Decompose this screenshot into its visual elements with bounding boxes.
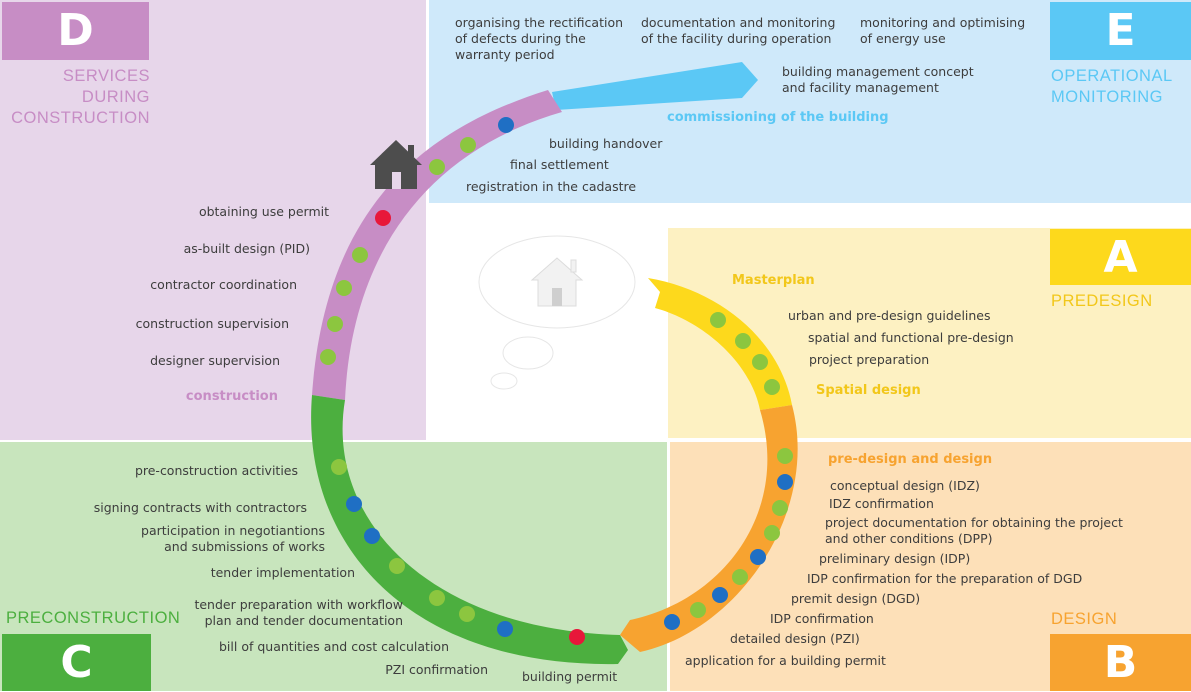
milestone-dot-green bbox=[459, 606, 475, 622]
milestone-dot-blue bbox=[712, 587, 728, 603]
phase-d-item-2: as-built design (PID) bbox=[183, 241, 310, 256]
quadrant-d-background bbox=[0, 0, 426, 440]
milestone-dot-blue bbox=[498, 117, 514, 133]
milestone-dot-blue bbox=[664, 614, 680, 630]
phase-e-item-1: organising the rectification of defects … bbox=[455, 15, 624, 62]
milestone-dot-green bbox=[772, 500, 788, 516]
phase-d-item-4: construction supervision bbox=[135, 316, 289, 331]
phase-a-item-2: spatial and functional pre-design bbox=[808, 330, 1014, 345]
phase-c-item-3: participation in negotiantions and submi… bbox=[141, 523, 325, 554]
phase-a-heading-masterplan: Masterplan bbox=[732, 273, 815, 288]
phase-b-item-3: project documentation for obtaining the … bbox=[825, 515, 1123, 546]
thought-bubble-dot-large bbox=[502, 336, 554, 370]
phase-d-top-item-1: building handover bbox=[549, 136, 663, 151]
milestone-dot-green bbox=[732, 569, 748, 585]
phase-b-item-2: IDZ confirmation bbox=[829, 496, 934, 511]
phase-c-item-8: building permit bbox=[522, 669, 618, 684]
milestone-dot-blue bbox=[497, 621, 513, 637]
phase-b-item-5: IDP confirmation for the preparation of … bbox=[807, 571, 1083, 586]
phase-b-item-1: conceptual design (IDZ) bbox=[830, 478, 980, 493]
milestone-dot-green bbox=[460, 137, 476, 153]
phase-d-top-item-2: final settlement bbox=[510, 157, 609, 172]
milestone-dot-red bbox=[375, 210, 391, 226]
milestone-dot-green bbox=[336, 280, 352, 296]
phase-b-item-9: application for a building permit bbox=[685, 653, 886, 668]
house-icon-dark bbox=[370, 140, 422, 189]
milestone-dot-green bbox=[752, 354, 768, 370]
phase-b-item-4: preliminary design (IDP) bbox=[819, 551, 971, 566]
phase-d-item-3: contractor coordination bbox=[150, 277, 297, 292]
phase-e-heading: commissioning of the building bbox=[667, 110, 889, 125]
phase-b-item-6: premit design (DGD) bbox=[791, 591, 921, 606]
house-icon-bubble bbox=[530, 257, 584, 307]
milestone-dot-blue bbox=[750, 549, 766, 565]
quadrant-d-letter-badge: D bbox=[2, 2, 149, 60]
milestone-dot-blue bbox=[364, 528, 380, 544]
phase-e-item-3: monitoring and optimising of energy use bbox=[860, 15, 1026, 46]
ring-segment-b bbox=[620, 405, 798, 652]
milestone-dot-green bbox=[327, 316, 343, 332]
milestone-dot-blue bbox=[777, 474, 793, 490]
phase-c-item-4: tender implementation bbox=[210, 565, 355, 580]
phase-e-item-4: building management concept and facility… bbox=[782, 64, 974, 95]
phase-d-item-5: designer supervision bbox=[150, 353, 280, 368]
ring-segment-e bbox=[552, 62, 758, 110]
phase-b-heading: pre-design and design bbox=[828, 452, 993, 467]
quadrant-b-title: DESIGN bbox=[1051, 610, 1118, 628]
milestone-dot-green bbox=[352, 247, 368, 263]
phase-c-item-1: pre-construction activities bbox=[134, 463, 298, 478]
milestone-dot-green bbox=[331, 459, 347, 475]
milestone-dot-green bbox=[764, 379, 780, 395]
quadrant-e-letter-badge: E bbox=[1050, 2, 1191, 60]
thought-bubble-dot-small bbox=[490, 372, 518, 390]
milestone-dot-red bbox=[569, 629, 585, 645]
phase-c-item-2: signing contracts with contractors bbox=[93, 500, 307, 515]
milestone-dot-green bbox=[429, 159, 445, 175]
phase-a-item-1: urban and pre-design guidelines bbox=[788, 308, 991, 323]
phase-d-top-item-3: registration in the cadastre bbox=[466, 179, 637, 194]
milestone-dot-green bbox=[389, 558, 405, 574]
milestone-dot-blue bbox=[346, 496, 362, 512]
quadrant-b-letter-badge: B bbox=[1050, 634, 1191, 691]
quadrant-a-title: PREDESIGN bbox=[1051, 292, 1153, 310]
phase-d-item-1: obtaining use permit bbox=[198, 204, 329, 219]
milestone-dot-green bbox=[777, 448, 793, 464]
phase-c-item-5: tender preparation with workflow plan an… bbox=[194, 597, 403, 628]
phase-a-item-3: project preparation bbox=[809, 352, 930, 367]
phase-e-item-2: documentation and monitoring of the faci… bbox=[641, 15, 836, 46]
phase-d-heading: construction bbox=[185, 389, 278, 404]
milestone-dot-green bbox=[429, 590, 445, 606]
milestone-dot-green bbox=[764, 525, 780, 541]
phase-c-item-7: PZI confirmation bbox=[385, 662, 488, 677]
milestone-dot-green bbox=[735, 333, 751, 349]
house-icon-bubble-door bbox=[552, 288, 562, 306]
milestone-dots bbox=[320, 117, 793, 645]
quadrant-c-title: PRECONSTRUCTION bbox=[6, 609, 181, 627]
quadrant-e-title: OPERATIONAL MONITORING bbox=[1051, 67, 1173, 106]
house-icon-dark-door bbox=[392, 172, 401, 189]
milestone-dot-green bbox=[690, 602, 706, 618]
phase-b-item-8: detailed design (PZI) bbox=[730, 631, 860, 646]
ring-segment-a bbox=[648, 278, 792, 410]
ring-segment-d bbox=[312, 90, 562, 400]
milestone-dot-green bbox=[320, 349, 336, 365]
phase-a-heading-spatial-design: Spatial design bbox=[816, 383, 921, 398]
quadrant-d-title: SERVICES DURING CONSTRUCTION bbox=[11, 67, 150, 127]
milestone-dot-green bbox=[710, 312, 726, 328]
phase-c-item-6: bill of quantities and cost calculation bbox=[219, 639, 449, 654]
quadrant-c-letter-badge: C bbox=[2, 634, 151, 691]
phase-b-item-7: IDP confirmation bbox=[770, 611, 874, 626]
quadrant-a-letter-badge: A bbox=[1050, 229, 1191, 285]
